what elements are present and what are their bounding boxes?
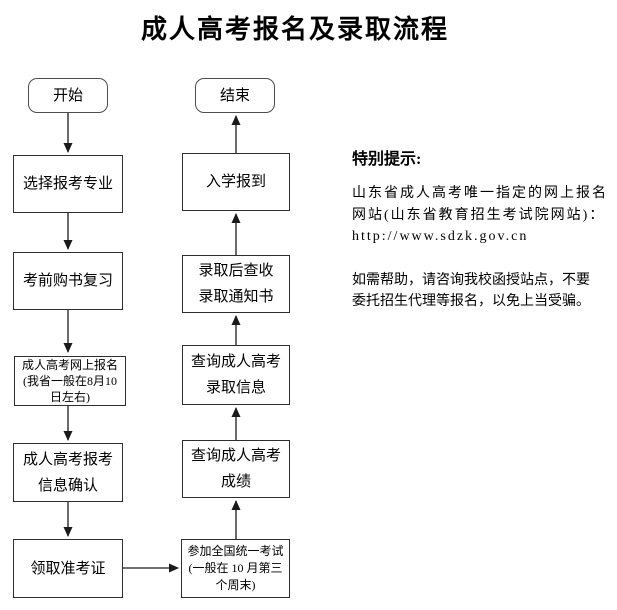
special-note-registration-info: 山东省成人高考唯一指定的网上报名 网站(山东省教育招生考试院网站)： http:…: [352, 186, 608, 244]
flow-node-start: 开始: [28, 78, 108, 113]
flow-node-end: 结束: [195, 78, 275, 113]
flow-node-receive-letter: 录取后查收 录取通知书: [182, 255, 290, 313]
flow-node-enroll: 入学报到: [182, 153, 290, 211]
page-title: 成人高考报名及录取流程: [140, 15, 449, 44]
flow-node-buy-books: 考前购书复习: [13, 252, 123, 310]
flow-node-choose-major: 选择报考专业: [13, 155, 123, 213]
flow-node-confirm-info: 成人高考报考 信息确认: [13, 443, 123, 502]
special-note-warning: 如需帮助，请咨询我校函授站点，不要 委托招生代理等报名，以免上当受骗。: [352, 272, 590, 310]
flow-node-get-ticket: 领取准考证: [13, 539, 123, 598]
special-note: 特别提示: 山东省成人高考唯一指定的网上报名 网站(山东省教育招生考试院网站)：…: [352, 150, 617, 335]
flow-node-check-admission: 查询成人高考 录取信息: [182, 345, 290, 405]
flow-node-online-register: 成人高考网上报名 (我省一般在8月10 日左右): [14, 356, 126, 406]
special-note-heading: 特别提示:: [352, 151, 422, 168]
flow-node-take-exam: 参加全国统一考试 (一般在 10 月第三 个周末): [181, 539, 290, 598]
flow-node-check-score: 查询成人高考 成绩: [182, 440, 290, 498]
